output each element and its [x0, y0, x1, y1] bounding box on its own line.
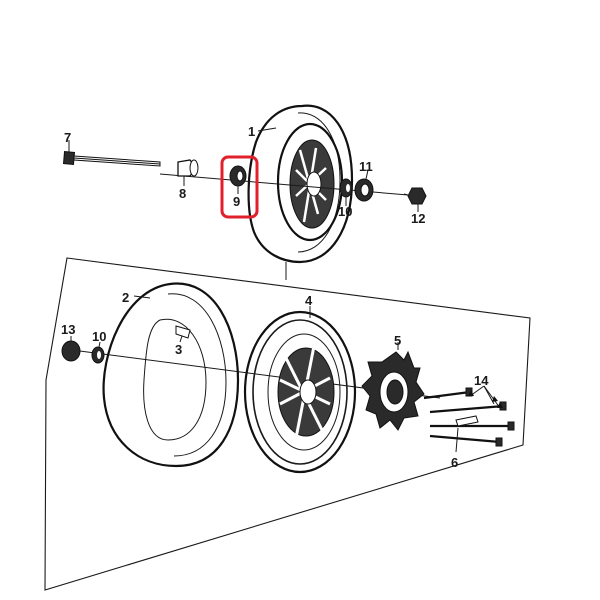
brake-disc-5 [361, 342, 425, 431]
spacer-10-top [339, 178, 353, 206]
bearing-11 [354, 169, 374, 202]
callout-10-top: 10 [338, 204, 352, 219]
rim-4 [243, 306, 357, 474]
top-axle-line [159, 173, 421, 197]
callout-8: 8 [179, 186, 186, 201]
callout-7: 7 [64, 130, 71, 145]
tire-2 [102, 282, 240, 468]
callout-11: 11 [359, 159, 373, 174]
callout-12: 12 [411, 211, 425, 226]
callout-2: 2 [122, 290, 129, 305]
callout-13: 13 [61, 322, 75, 337]
callout-1: 1 [248, 124, 255, 139]
spacer-10-bottom [91, 341, 105, 364]
valve-3 [175, 325, 191, 343]
nut-13 [61, 336, 81, 362]
callout-4: 4 [305, 293, 313, 308]
axle-bolt-7 [62, 140, 161, 167]
callout-6: 6 [451, 455, 458, 470]
callout-14: 14 [474, 373, 489, 388]
spacer-collar-8 [177, 159, 199, 186]
assembled-tire [247, 104, 354, 264]
axle-nut-12 [403, 187, 427, 212]
assembled-wheel [247, 104, 354, 280]
callout-10-bottom: 10 [92, 329, 106, 344]
disc-bolts-14 [423, 385, 515, 447]
exploded-view-frame [44, 257, 531, 591]
washer-6 [455, 415, 479, 453]
oil-seal-9 [229, 165, 247, 194]
callout-5: 5 [394, 333, 401, 348]
callout-9: 9 [233, 194, 240, 209]
callout-3: 3 [175, 342, 182, 357]
highlight-box-part-9 [220, 155, 259, 219]
